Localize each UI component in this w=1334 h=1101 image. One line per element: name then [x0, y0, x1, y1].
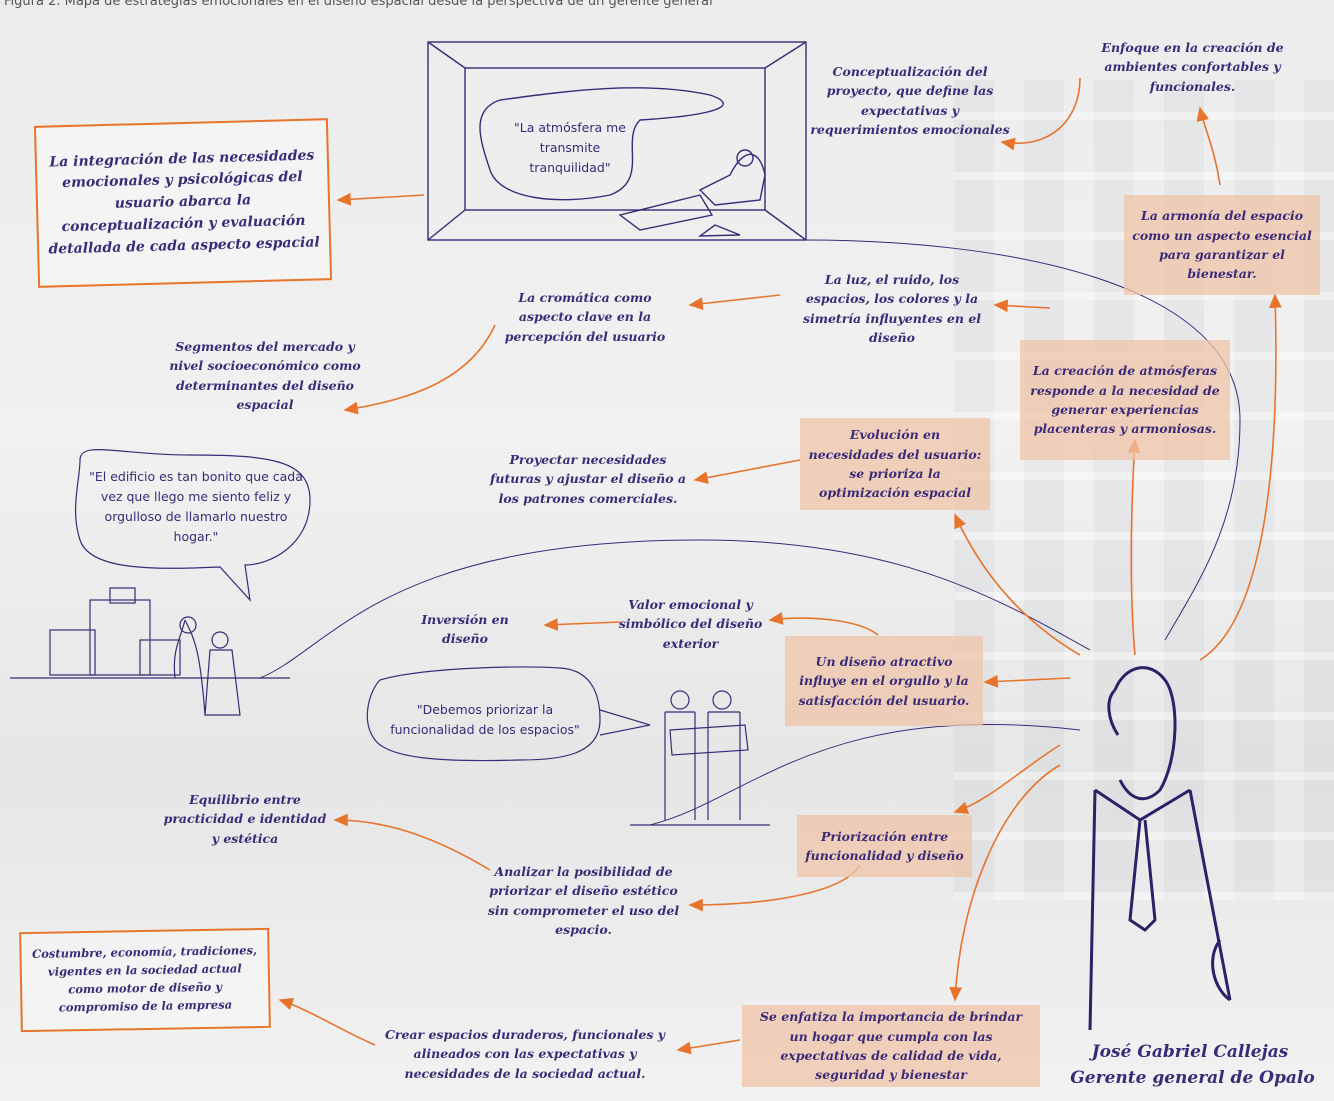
note-enfatiza-text: Se enfatiza la importancia de brindar un… — [759, 1009, 1023, 1083]
note-integracion-text: La integración de las necesidades emocio… — [48, 147, 320, 258]
note-atmosferas-text: La creación de atmósferas responde a la … — [1030, 363, 1220, 437]
note-segmentos: Segmentos del mercado y nivel socioeconó… — [169, 339, 361, 413]
note-evolucion-text: Evolución en necesidades del usuario: se… — [808, 427, 982, 501]
note-armonia-text: La armonía del espacio como un aspecto e… — [1132, 208, 1312, 282]
manager-name: José Gabriel Callejas — [1091, 1042, 1289, 1062]
note-inversion: Inversión en diseño — [421, 612, 509, 647]
quote-building: "El edificio es tan bonito que cada vez … — [89, 469, 303, 544]
note-equilibrio: Equilibrio entre practicidad e identidad… — [163, 792, 327, 846]
note-atractivo-text: Un diseño atractivo influye en el orgull… — [798, 653, 970, 708]
note-costumbre-text: Costumbre, economía, tradiciones, vigent… — [31, 943, 258, 1015]
bubble-prioritize — [366, 666, 651, 762]
note-cromatica: La cromática como aspecto clave en la pe… — [504, 290, 666, 344]
quote-prioritize: "Debemos priorizar la funcionalidad de l… — [390, 702, 580, 737]
note-analizar: Analizar la posibilidad de priorizar el … — [487, 864, 680, 938]
manager-role: Gerente general de Opalo — [1070, 1068, 1315, 1088]
note-atractivo: Un diseño atractivo influye en el orgull… — [785, 636, 983, 726]
note-enfoque: Enfoque en la creación de ambientes conf… — [1101, 40, 1284, 94]
note-priorizacion: Priorización entre funcionalidad y diseñ… — [797, 815, 972, 877]
note-atmosferas: La creación de atmósferas responde a la … — [1020, 340, 1230, 460]
note-enfatiza: Se enfatiza la importancia de brindar un… — [742, 1005, 1040, 1087]
workers-sketch — [630, 690, 770, 826]
note-conceptualizacion: Conceptualización del proyecto, que defi… — [810, 64, 1010, 138]
note-luz: La luz, el ruido, los espacios, los colo… — [802, 272, 982, 346]
note-priorizacion-text: Priorización entre funcionalidad y diseñ… — [805, 828, 964, 863]
quote-atmosphere: "La atmósfera me transmite tranquilidad" — [514, 120, 626, 175]
note-costumbre: Costumbre, economía, tradiciones, vigent… — [19, 927, 271, 1033]
note-proyectar: Proyectar necesidades futuras y ajustar … — [490, 452, 686, 506]
note-crear: Crear espacios duraderos, funcionales y … — [384, 1027, 666, 1081]
note-valor: Valor emocional y simbólico del diseño e… — [618, 597, 763, 651]
manager-sketch — [1088, 666, 1232, 1031]
building-sketch — [10, 587, 290, 716]
note-integracion: La integración de las necesidades emocio… — [33, 118, 333, 288]
note-evolucion: Evolución en necesidades del usuario: se… — [800, 418, 990, 510]
bubble-building — [74, 449, 311, 602]
note-armonia: La armonía del espacio como un aspecto e… — [1124, 195, 1320, 295]
figure-caption: Figura 2. Mapa de estrategias emocionale… — [4, 0, 713, 9]
room-sketch — [427, 41, 807, 241]
